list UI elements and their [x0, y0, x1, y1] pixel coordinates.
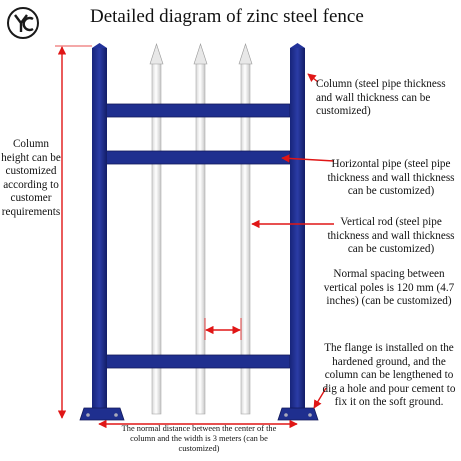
- horizontal-pipe-middle: [103, 150, 291, 165]
- spacing-note: Normal spacing between vertical poles is…: [323, 268, 455, 307]
- vertical-rod-note: Vertical rod (steel pipe thickness and w…: [327, 216, 455, 255]
- company-logo: [7, 7, 39, 39]
- horizontal-pipe-top: [103, 103, 291, 118]
- left-column-post: [92, 43, 107, 408]
- column-callout-arrow: [307, 73, 319, 83]
- horizontal-pipe-note: Horizontal pipe (steel pipe thickness an…: [327, 158, 455, 197]
- column-height-note: Column height can be customized accordin…: [1, 138, 61, 218]
- flange-callout-arrow: [313, 387, 327, 409]
- vertical-rod-3: [238, 43, 253, 415]
- right-flange-base: [277, 407, 319, 421]
- left-flange-base: [79, 407, 125, 421]
- vertical-rod-2: [193, 43, 208, 415]
- diagram-title: Detailed diagram of zinc steel fence: [90, 6, 364, 27]
- horizontal-pipe-callout-arrow: [281, 154, 335, 163]
- column-note: Column (steel pipe thickness and wall th…: [316, 78, 446, 117]
- horizontal-pipe-bottom: [103, 354, 291, 369]
- flange-note: The flange is installed on the hardened …: [322, 342, 456, 408]
- column-distance-note: The normal distance between the center o…: [121, 424, 277, 453]
- vertical-rod-1: [149, 43, 164, 415]
- right-column-post: [290, 43, 305, 408]
